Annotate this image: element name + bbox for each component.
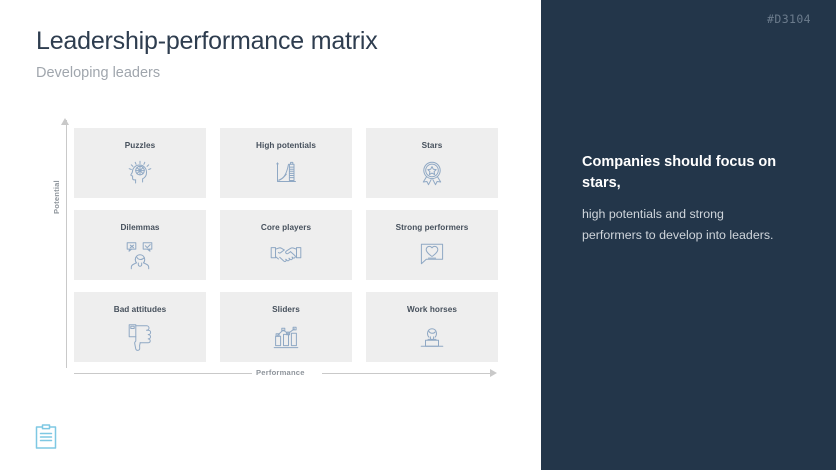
matrix-cell-puzzles[interactable]: Puzzles bbox=[74, 128, 206, 198]
declining-bars-icon bbox=[220, 320, 352, 354]
content-area: Leadership-performance matrix Developing… bbox=[34, 27, 498, 450]
matrix-cell-dilemmas[interactable]: Dilemmas bbox=[74, 210, 206, 280]
reference-code: #D3104 bbox=[767, 12, 811, 26]
matrix-cell-label: Stars bbox=[421, 141, 443, 150]
y-axis-line bbox=[66, 120, 67, 368]
matrix-cell-work-horses[interactable]: Work horses bbox=[366, 292, 498, 362]
x-axis-line-left bbox=[74, 373, 252, 374]
x-axis-arrow-icon bbox=[490, 369, 497, 377]
matrix-cell-core-players[interactable]: Core players bbox=[220, 210, 352, 280]
callout-body: high potentials and strong performers to… bbox=[582, 207, 774, 242]
matrix-cell-label: Dilemmas bbox=[120, 223, 160, 232]
callout-panel: #D3104 Companies should focus on stars, … bbox=[541, 0, 836, 470]
brain-head-icon bbox=[74, 156, 206, 190]
award-rosette-icon bbox=[366, 156, 498, 190]
y-axis-label: Potential bbox=[52, 180, 61, 214]
thumbs-down-icon bbox=[74, 320, 206, 354]
y-axis-arrow-icon bbox=[61, 118, 69, 125]
growth-chart-icon bbox=[220, 156, 352, 190]
matrix-cell-high-potentials[interactable]: High potentials bbox=[220, 128, 352, 198]
matrix-cell-label: Core players bbox=[260, 223, 312, 232]
matrix-cell-label: Bad attitudes bbox=[113, 305, 167, 314]
matrix-cell-label: Strong performers bbox=[395, 223, 469, 232]
page-title: Leadership-performance matrix bbox=[36, 27, 378, 55]
matrix-cell-stars[interactable]: Stars bbox=[366, 128, 498, 198]
matrix-cell-strong-performers[interactable]: Strong performers bbox=[366, 210, 498, 280]
matrix-cell-bad-attitudes[interactable]: Bad attitudes bbox=[74, 292, 206, 362]
person-at-desk-icon bbox=[366, 320, 498, 354]
x-axis-label: Performance bbox=[256, 368, 305, 377]
heart-speech-bubble-icon bbox=[366, 238, 498, 272]
matrix-cell-label: Work horses bbox=[407, 305, 457, 314]
handshake-icon bbox=[220, 238, 352, 272]
clipboard-icon[interactable] bbox=[34, 424, 58, 450]
page-subtitle: Developing leaders bbox=[36, 65, 161, 81]
matrix-cell-sliders[interactable]: Sliders bbox=[220, 292, 352, 362]
x-axis-line-right bbox=[322, 373, 492, 374]
matrix-cell-label: Puzzles bbox=[124, 141, 156, 150]
matrix-cell-label: High potentials bbox=[256, 141, 316, 150]
matrix-cell-label: Sliders bbox=[272, 305, 300, 314]
callout-heading: Companies should focus on stars, bbox=[582, 154, 777, 192]
choice-person-icon bbox=[74, 238, 206, 272]
matrix-grid: Puzzles High potentials bbox=[74, 128, 498, 362]
